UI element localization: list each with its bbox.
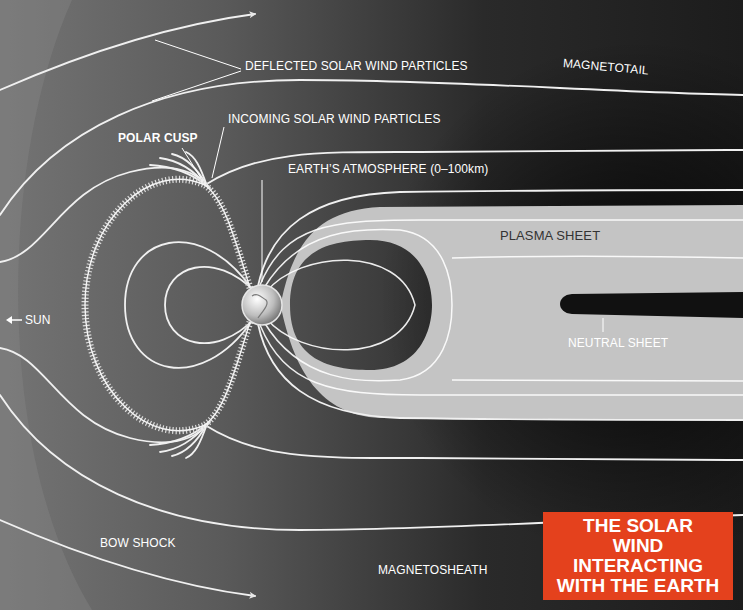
diagram-title: THE SOLAR WIND INTERACTING WITH THE EART… [556,516,721,596]
magnetopause-line [85,179,250,430]
region-label: BOW SHOCK [100,536,176,550]
callout-label: EARTH’S ATMOSPHERE (0–100km) [288,162,488,176]
callout-label: DEFLECTED SOLAR WIND PARTICLES [245,59,468,73]
earth-globe [242,285,282,325]
neutral-sheet-slit [560,292,743,318]
direction-label: SUN [25,313,51,327]
region-label: MAGNETOSHEATH [378,563,488,577]
callout-label: POLAR CUSP [118,131,198,145]
sun-arrow [6,316,22,324]
earth-continents [252,295,267,318]
bow-shock-front [0,0,92,610]
plasma-field-lines [260,220,743,395]
title-panel: THE SOLAR WIND INTERACTING WITH THE EART… [543,512,733,600]
magnetopause-hatching [85,179,250,430]
plasma-sheet-region [282,205,743,420]
field-lines [0,14,743,596]
callout-label: INCOMING SOLAR WIND PARTICLES [228,112,440,126]
leader-lines [152,40,603,332]
region-label: PLASMA SHEET [500,229,600,243]
callout-label: NEUTRAL SHEET [568,336,668,350]
